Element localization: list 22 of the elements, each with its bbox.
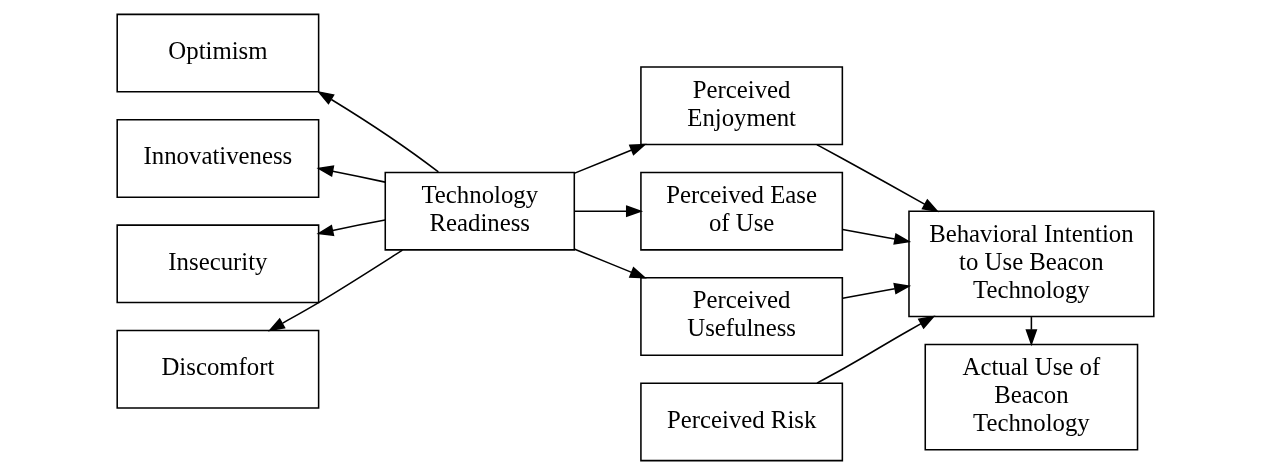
arrow <box>316 219 386 237</box>
arrow <box>317 90 440 173</box>
arrow <box>816 143 940 213</box>
node-box: Perceived Usefulness <box>640 277 844 357</box>
node-box: Technology Readiness <box>384 171 576 251</box>
node-box: Perceived Enjoyment <box>640 66 844 146</box>
node-box: Insecurity <box>116 224 320 304</box>
arrow <box>267 249 404 332</box>
node-box: Perceived Risk <box>640 382 844 462</box>
arrow <box>816 315 936 384</box>
arrow <box>573 143 647 174</box>
arrow <box>841 228 912 245</box>
node-box: Optimism <box>116 13 320 93</box>
node-box: Actual Use of Beacon Technology <box>924 343 1139 451</box>
arrow <box>573 248 647 279</box>
node-box: Discomfort <box>116 329 320 409</box>
node-box: Innovativeness <box>116 118 320 198</box>
arrow <box>316 165 386 183</box>
node-box: Behavioral Intention to Use Beacon Technology <box>908 210 1155 318</box>
arrow <box>841 282 912 299</box>
arrow <box>573 205 644 218</box>
node-box: Perceived Ease of Use <box>640 171 844 251</box>
